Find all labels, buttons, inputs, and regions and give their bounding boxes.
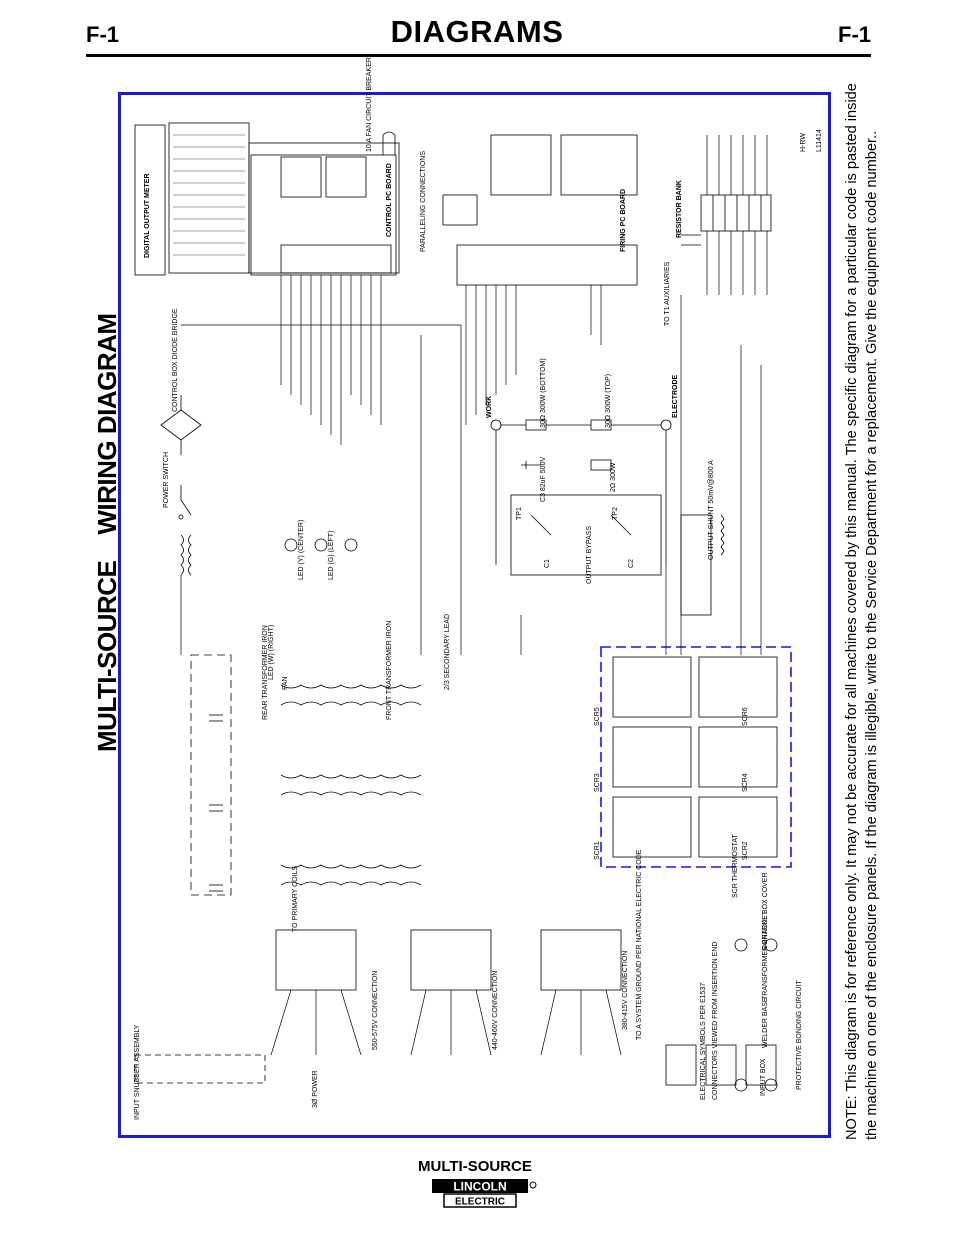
electrode-label: ELECTRODE <box>672 374 679 418</box>
revision-code: L11414 <box>816 129 823 152</box>
scr2-label: SCR2 <box>742 841 749 860</box>
diode-bridge-label: CONTROL BOX DIODE BRIDGE <box>172 308 179 412</box>
led-right-label: LED (W) (RIGHT) <box>268 624 275 680</box>
scr4-label: SCR4 <box>742 773 749 792</box>
bonding-label: PROTECTIVE BONDING CIRCUIT <box>796 980 803 1090</box>
meter-pin-rows <box>173 134 245 256</box>
symbols-note-label: ELECTRICAL SYMBOLS PER E1537 <box>700 982 707 1100</box>
bonding-input-box: INPUT BOX <box>760 1058 767 1096</box>
connectors-note-label: CONNECTORS VIEWED FROM INSERTION END <box>712 941 719 1100</box>
control-box-diode-bridge <box>160 395 202 455</box>
registered-mark-icon <box>529 1181 537 1189</box>
scr1-label: SCR1 <box>594 841 601 860</box>
logo-brand-top: LINCOLN <box>453 1180 506 1194</box>
connection-380-label: 380-415V CONNECTION <box>622 950 629 1030</box>
primary-connection-blocks <box>275 929 622 991</box>
primary-coils-label-1: TO PRIMARY COILS <box>292 865 299 932</box>
tp1-label: TP1 <box>516 507 523 520</box>
led-center-label: LED (Y) (CENTER) <box>298 519 305 580</box>
input-snubber-label: INPUT SNUBBER ASSEMBLY <box>134 1024 141 1120</box>
tp2-label: TP2 <box>612 507 619 520</box>
c2-label: C2 <box>628 559 635 568</box>
wiring-diagram <box>134 122 792 1092</box>
connection-550-label: 550-575V CONNECTION <box>372 970 379 1050</box>
scr6-label: SCR6 <box>742 707 749 726</box>
input-snubber-assembly <box>134 1054 266 1084</box>
meter-label: DIGITAL OUTPUT METER <box>144 173 151 258</box>
reference-note: NOTE: This diagram is for reference only… <box>844 83 880 1140</box>
section-code-left: F-1 <box>86 22 119 47</box>
res-2ohm-label: 2Ω 300W <box>610 462 617 492</box>
front-transformer-label: FRONT TRANSFORMER IRON <box>386 620 393 720</box>
res-bottom-label: 30Ω 300W (BOTTOM) <box>540 358 547 428</box>
power-switch-label: POWER SWITCH <box>163 452 170 508</box>
ground-note-label: TO A SYSTEM GROUND PER NATIONAL ELECTRIC… <box>636 849 643 1040</box>
connector-symbols <box>665 1044 777 1086</box>
wiring-diagram-frame <box>118 92 831 1138</box>
digital-output-meter <box>134 122 400 276</box>
control-board-wires <box>280 275 382 445</box>
drawn-by: H-RW <box>800 133 807 152</box>
primary-connection-wires <box>270 989 622 1056</box>
page-title: DIAGRAMS <box>390 14 564 49</box>
secondary-lead-label: 2/3 SECONDARY LEAD <box>444 614 451 690</box>
control-pc-board <box>250 154 397 276</box>
fan-label: FAN <box>282 676 289 690</box>
t2-transformer <box>180 534 192 576</box>
auxiliaries-label: TO T1 AUXILIARIES <box>664 261 671 326</box>
firing-board-wires <box>465 285 602 425</box>
fan-circuit-breaker <box>382 131 396 155</box>
power-input-label: 3Ø POWER <box>312 1070 319 1108</box>
output-shunt-label: OUTPUT SHUNT 50mV@800 A <box>708 460 715 560</box>
lincoln-electric-logo: LINCOLN ELECTRIC <box>430 1178 540 1210</box>
bonding-ground-symbols <box>734 938 778 1092</box>
paralleling-label: PARALLELING CONNECTIONS <box>420 150 427 252</box>
output-terminals <box>490 419 672 565</box>
interconnect-wiring <box>180 295 762 655</box>
scr5-label: SCR5 <box>594 707 601 726</box>
bonding-welder-base: WELDER BASE <box>762 997 769 1048</box>
c3-label: C3 82uF 500V <box>540 456 547 502</box>
primary-capacitors <box>190 654 232 896</box>
bonding-control-box-cover: CONTROL BOX COVER <box>762 872 769 950</box>
firing-board-label: FIRING PC BOARD <box>620 189 627 252</box>
breaker-label: 10 A FAN CIRCUIT BREAKER <box>366 57 373 152</box>
t1-main-transformer <box>280 684 422 886</box>
led-left-label: LED (G) (LEFT) <box>328 530 335 580</box>
resistor-bank-leads <box>681 135 768 295</box>
output-bypass-label: OUTPUT BYPASS <box>586 525 593 584</box>
logo-brand-bottom: ELECTRIC <box>455 1197 505 1208</box>
led-indicators <box>284 538 358 552</box>
work-label: WORK <box>486 395 493 418</box>
resistor-bank <box>700 194 772 232</box>
scr-thermostat-label: SCR THERMOSTAT <box>732 834 739 898</box>
output-resistors <box>501 419 661 471</box>
resistor-bank-label: RESISTOR BANK <box>676 180 683 238</box>
header-rule <box>86 54 871 57</box>
c1-label: C1 <box>544 559 551 568</box>
control-board-label: CONTROL PC BOARD <box>386 163 393 237</box>
paralleling-connections <box>442 134 552 226</box>
scr3-label: SCR3 <box>594 773 601 792</box>
res-top-label: 30Ω 300W (TOP) <box>605 373 612 428</box>
output-bypass <box>510 494 662 576</box>
footer-model-name: MULTI-SOURCE <box>418 1158 532 1175</box>
power-switch <box>178 485 192 520</box>
connection-440-label: 440-460V CONNECTION <box>492 970 499 1050</box>
output-shunt <box>680 514 725 616</box>
section-code-right: F-1 <box>838 22 871 47</box>
scr-bridge <box>600 646 792 868</box>
firing-pc-board <box>456 134 638 286</box>
